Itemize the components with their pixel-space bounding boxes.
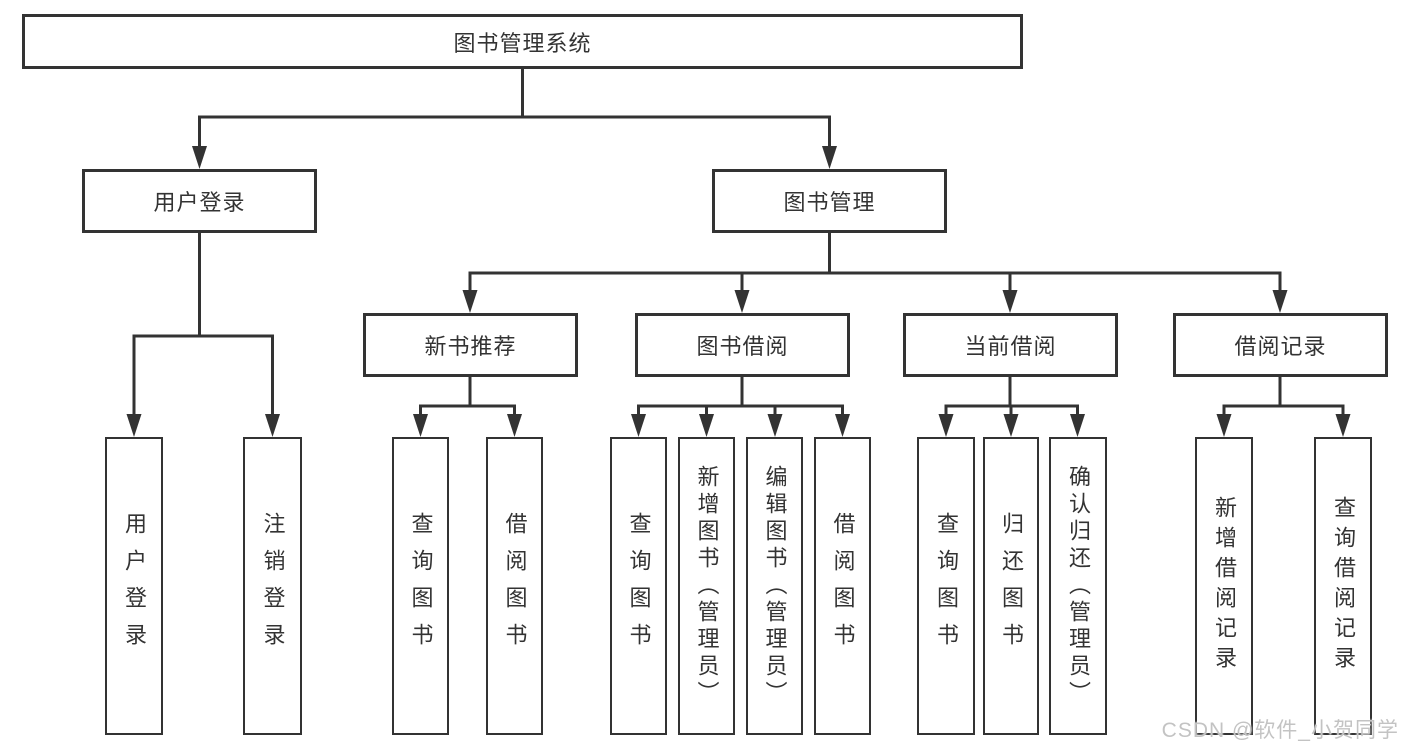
leaf-recommend-query-books: 查询图书 — [392, 437, 449, 735]
leaf-borrow-borrow-books: 借阅图书 — [814, 437, 871, 735]
leaf-borrow-query-books: 查询图书 — [610, 437, 667, 735]
node-book-management: 图书管理 — [712, 169, 947, 233]
leaf-record-add-borrow-record-label: 新增借阅记录 — [1212, 496, 1237, 676]
leaf-logout-label: 注销登录 — [260, 512, 286, 660]
leaf-recommend-query-books-label: 查询图书 — [408, 512, 434, 660]
leaf-current-query-books: 查询图书 — [917, 437, 975, 735]
leaf-borrow-borrow-books-label: 借阅图书 — [830, 512, 856, 660]
leaf-borrow-add-books-admin: 新增图书（管理员） — [678, 437, 735, 735]
node-borrow-record-label: 借阅记录 — [1234, 334, 1327, 359]
leaf-record-query-borrow-record-label: 查询借阅记录 — [1331, 496, 1356, 676]
node-current-borrow: 当前借阅 — [903, 313, 1118, 377]
node-book-borrow-label: 图书借阅 — [696, 334, 789, 359]
node-new-book-recommend-label: 新书推荐 — [424, 334, 517, 359]
leaf-current-confirm-return-admin-label: 确认归还（管理员） — [1066, 464, 1091, 708]
leaf-current-return-books: 归还图书 — [983, 437, 1039, 735]
leaf-record-add-borrow-record: 新增借阅记录 — [1195, 437, 1253, 735]
node-book-management-label: 图书管理 — [783, 190, 876, 215]
leaf-user-login-label: 用户登录 — [122, 512, 147, 660]
leaf-logout: 注销登录 — [243, 437, 302, 735]
leaf-current-query-books-label: 查询图书 — [934, 512, 959, 660]
csdn-watermark: CSDN @软件_小贺同学 — [1161, 719, 1399, 742]
leaf-borrow-add-books-admin-label: 新增图书（管理员） — [694, 464, 720, 708]
leaf-user-login: 用户登录 — [105, 437, 163, 735]
node-root: 图书管理系统 — [22, 14, 1023, 69]
node-user-login-label: 用户登录 — [153, 190, 246, 215]
leaf-borrow-query-books-label: 查询图书 — [626, 512, 652, 660]
leaf-borrow-edit-books-admin: 编辑图书（管理员） — [746, 437, 803, 735]
node-new-book-recommend: 新书推荐 — [363, 313, 578, 377]
leaf-recommend-borrow-books: 借阅图书 — [486, 437, 543, 735]
leaf-record-query-borrow-record: 查询借阅记录 — [1314, 437, 1372, 735]
leaf-borrow-edit-books-admin-label: 编辑图书（管理员） — [762, 464, 788, 708]
leaf-current-confirm-return-admin: 确认归还（管理员） — [1049, 437, 1107, 735]
node-book-borrow: 图书借阅 — [635, 313, 850, 377]
leaf-current-return-books-label: 归还图书 — [999, 512, 1024, 660]
node-user-login: 用户登录 — [82, 169, 317, 233]
leaf-recommend-borrow-books-label: 借阅图书 — [502, 512, 528, 660]
node-borrow-record: 借阅记录 — [1173, 313, 1388, 377]
node-current-borrow-label: 当前借阅 — [964, 334, 1057, 359]
node-root-label: 图书管理系统 — [453, 30, 592, 56]
